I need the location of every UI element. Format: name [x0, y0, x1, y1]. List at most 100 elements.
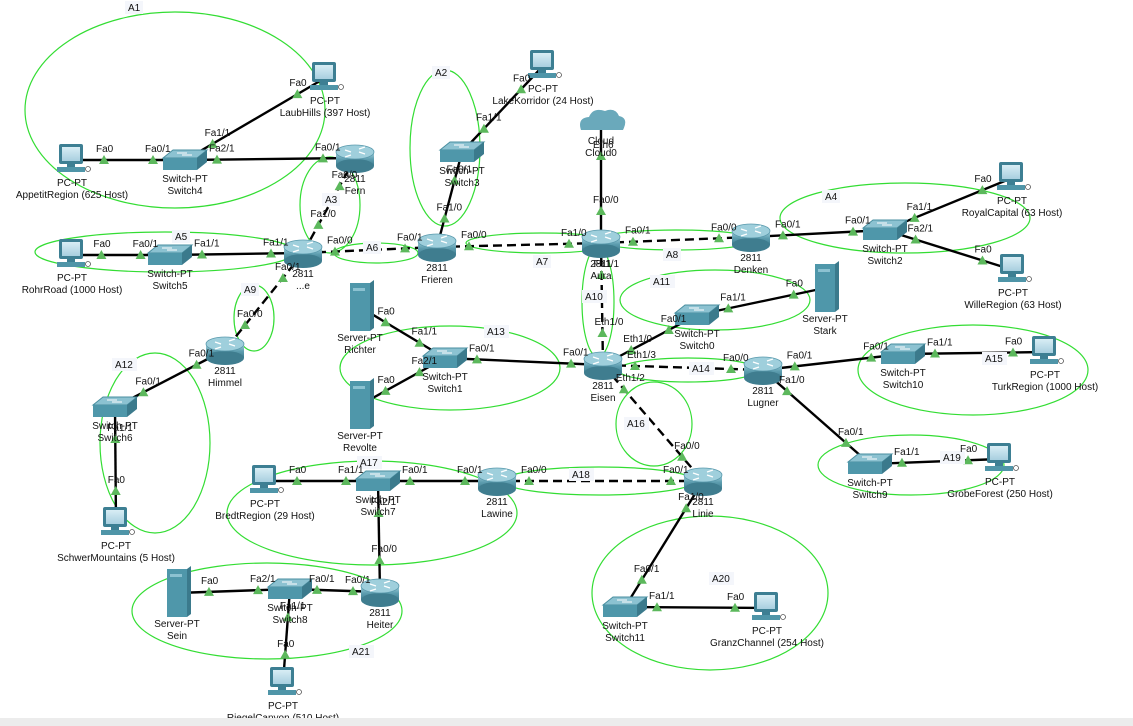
port-status-marker: [723, 303, 734, 313]
link-aura-denken[interactable]: [600, 235, 752, 245]
port-status-marker: [148, 155, 158, 164]
device-turkregion[interactable]: [1030, 336, 1064, 364]
port-label: Fa0/1: [661, 314, 687, 325]
device-model-label: Cloud: [588, 136, 614, 147]
device-name-label: GranzChannel (254 Host): [710, 638, 824, 649]
link-fern-r_left[interactable]: [301, 157, 357, 254]
device-bredtregion[interactable]: [250, 465, 284, 493]
port-status-marker: [449, 175, 460, 185]
device-cloud[interactable]: [580, 109, 626, 130]
device-lugner[interactable]: [743, 356, 783, 385]
port-status-marker: [963, 455, 974, 465]
device-grobeforest[interactable]: [985, 443, 1019, 471]
link-switch10-turkregion[interactable]: [902, 350, 1046, 356]
link-switch4-fern[interactable]: [184, 156, 356, 162]
link-lugner-switch10[interactable]: [762, 352, 904, 372]
device-name-label: WilleRegion (63 Host): [964, 300, 1061, 311]
port-label: Fa0/0: [332, 170, 358, 181]
device-name-label: LakeKorridor (24 Host): [492, 96, 593, 107]
device-switch0[interactable]: [673, 304, 721, 325]
device-lawine[interactable]: [477, 467, 517, 496]
link-switch7-heiter[interactable]: [376, 480, 382, 593]
device-name-label: Switch0: [679, 341, 714, 352]
device-switch9[interactable]: [846, 453, 894, 474]
link-eisen-lugner[interactable]: [602, 363, 764, 372]
device-switch2[interactable]: [861, 219, 909, 240]
port-status-marker: [596, 151, 606, 160]
device-aura[interactable]: [581, 229, 621, 258]
device-riegelcanyon[interactable]: [268, 667, 302, 695]
device-laubhills[interactable]: [310, 62, 344, 90]
device-richter[interactable]: [350, 280, 374, 331]
port-status-marker: [663, 325, 674, 334]
port-label: Fa0/1: [315, 142, 341, 153]
device-name-label: Switch3: [444, 178, 479, 189]
link-switch2-willeregion[interactable]: [884, 228, 1014, 272]
port-status-marker: [681, 503, 692, 513]
device-name-label: Switch6: [97, 433, 132, 444]
port-label: Eth6: [593, 140, 614, 151]
link-denken-switch2[interactable]: [750, 228, 886, 239]
device-granzchannel[interactable]: [752, 592, 786, 620]
device-lakekorridor[interactable]: [528, 50, 562, 78]
area-label-bg: [689, 362, 714, 375]
port-status-marker: [524, 476, 534, 485]
area-label-a19: A19: [943, 453, 961, 464]
device-r_left[interactable]: [283, 239, 323, 268]
device-model-label: Server-PT: [154, 619, 200, 630]
area-label-a3: A3: [325, 195, 338, 206]
link-frieren-switch3[interactable]: [435, 151, 464, 248]
link-lugner-switch9[interactable]: [762, 369, 871, 465]
device-rohrroad[interactable]: [57, 239, 91, 267]
port-label: Fa0/1: [397, 232, 423, 243]
area-label-bg: [569, 468, 594, 481]
link-switch4-laubhills[interactable]: [184, 76, 326, 162]
device-switch5[interactable]: [146, 244, 194, 265]
device-schwermountains[interactable]: [101, 507, 135, 535]
device-appetit[interactable]: [57, 144, 91, 172]
port-status-marker: [597, 328, 608, 338]
device-switch7[interactable]: [354, 470, 402, 491]
area-label-a8: A8: [666, 250, 679, 261]
device-willeregion[interactable]: [998, 254, 1032, 282]
port-label: Fa1/1: [263, 237, 289, 248]
link-eisen-linie[interactable]: [602, 364, 704, 482]
link-aura-eisen[interactable]: [599, 242, 605, 366]
device-switch8[interactable]: [266, 578, 314, 599]
device-switch4[interactable]: [161, 149, 209, 170]
device-eisen[interactable]: [583, 351, 623, 380]
device-royalcapital[interactable]: [997, 162, 1031, 190]
device-switch11[interactable]: [601, 596, 649, 617]
device-himmel[interactable]: [205, 336, 245, 365]
link-switch11-granzchannel[interactable]: [624, 605, 768, 610]
device-switch3[interactable]: [438, 141, 486, 162]
port-label: Fa0/1: [135, 376, 161, 387]
device-model-label: PC-PT: [998, 288, 1028, 299]
device-fern[interactable]: [335, 144, 375, 173]
link-switch1-eisen[interactable]: [444, 356, 604, 367]
port-status-marker: [788, 289, 799, 299]
device-stark[interactable]: [815, 261, 839, 312]
device-name-label: SchwerMountains (5 Host): [57, 553, 175, 564]
link-switch5-r_left[interactable]: [169, 251, 304, 257]
port-label: Fa0/0: [461, 230, 487, 241]
area-label-bg: [982, 352, 1007, 365]
link-switch3-lakekorridor[interactable]: [461, 65, 544, 153]
device-switch6[interactable]: [91, 396, 139, 417]
device-denken[interactable]: [731, 223, 771, 252]
link-r_left-frieren[interactable]: [302, 245, 438, 255]
device-revolte[interactable]: [350, 378, 374, 429]
device-model-label: Switch-PT: [862, 244, 908, 255]
link-linie-switch11[interactable]: [623, 480, 705, 608]
device-heiter[interactable]: [360, 578, 400, 607]
device-switch10[interactable]: [879, 343, 927, 364]
device-linie[interactable]: [683, 467, 723, 496]
device-frieren[interactable]: [417, 233, 457, 262]
device-switch1[interactable]: [421, 347, 469, 368]
device-sein[interactable]: [167, 566, 191, 617]
port-status-marker: [460, 476, 470, 485]
link-frieren-aura[interactable]: [436, 241, 602, 249]
link-r_left-himmel[interactable]: [224, 252, 304, 351]
link-switch6-schwermountains[interactable]: [113, 406, 118, 524]
